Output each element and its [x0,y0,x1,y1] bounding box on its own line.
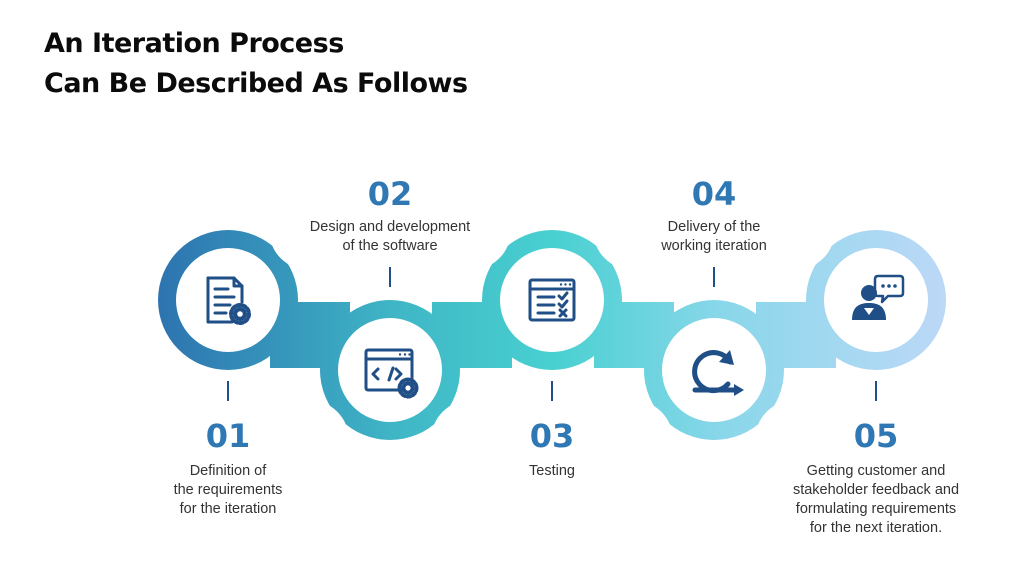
code-window-gear-icon [364,348,419,399]
step-05-line: for the next iteration. [809,520,943,536]
connector-tick-03 [551,381,553,401]
step-01-line: Definition of [189,463,267,479]
step-02-line: Design and development [309,219,471,235]
step-05-line: Getting customer and [806,463,946,479]
step-01-line: for the iteration [179,501,277,517]
checklist-window-icon [528,278,576,322]
connector-tick-01 [227,381,229,401]
person-chat-icon [852,274,905,320]
step-03-line: Testing [529,463,575,479]
step-number-04: 04 [691,175,737,213]
step-05-line: formulating requirements [795,501,957,517]
title-line-2: Can Be Described As Follows [44,68,468,99]
connector-tick-04 [713,267,715,287]
title-line-1: An Iteration Process [44,28,344,59]
step-number-03: 03 [529,417,575,455]
step-05-line: stakeholder feedback and [792,482,960,498]
cycle-arrow-icon [692,350,744,396]
step-number-01: 01 [205,417,251,455]
connector-tick-05 [875,381,877,401]
step-02-line: of the software [342,238,438,254]
step-description-03: Testing [447,462,657,481]
step-description-01: Definition of the requirements for the i… [123,462,333,519]
page-title: An Iteration Process Can Be Described As… [44,24,468,104]
step-number-05: 05 [853,417,899,455]
connector-tick-02 [389,267,391,287]
step-01-line: the requirements [173,482,283,498]
step-description-05: Getting customer and stakeholder feedbac… [766,462,986,538]
step-number-02: 02 [367,175,413,213]
step-description-04: Delivery of the working iteration [609,218,819,256]
document-gear-icon [206,276,251,325]
step-04-line: Delivery of the [667,219,761,235]
step-04-line: working iteration [661,238,767,254]
step-holes [176,248,928,422]
step-description-02: Design and development of the software [285,218,495,256]
